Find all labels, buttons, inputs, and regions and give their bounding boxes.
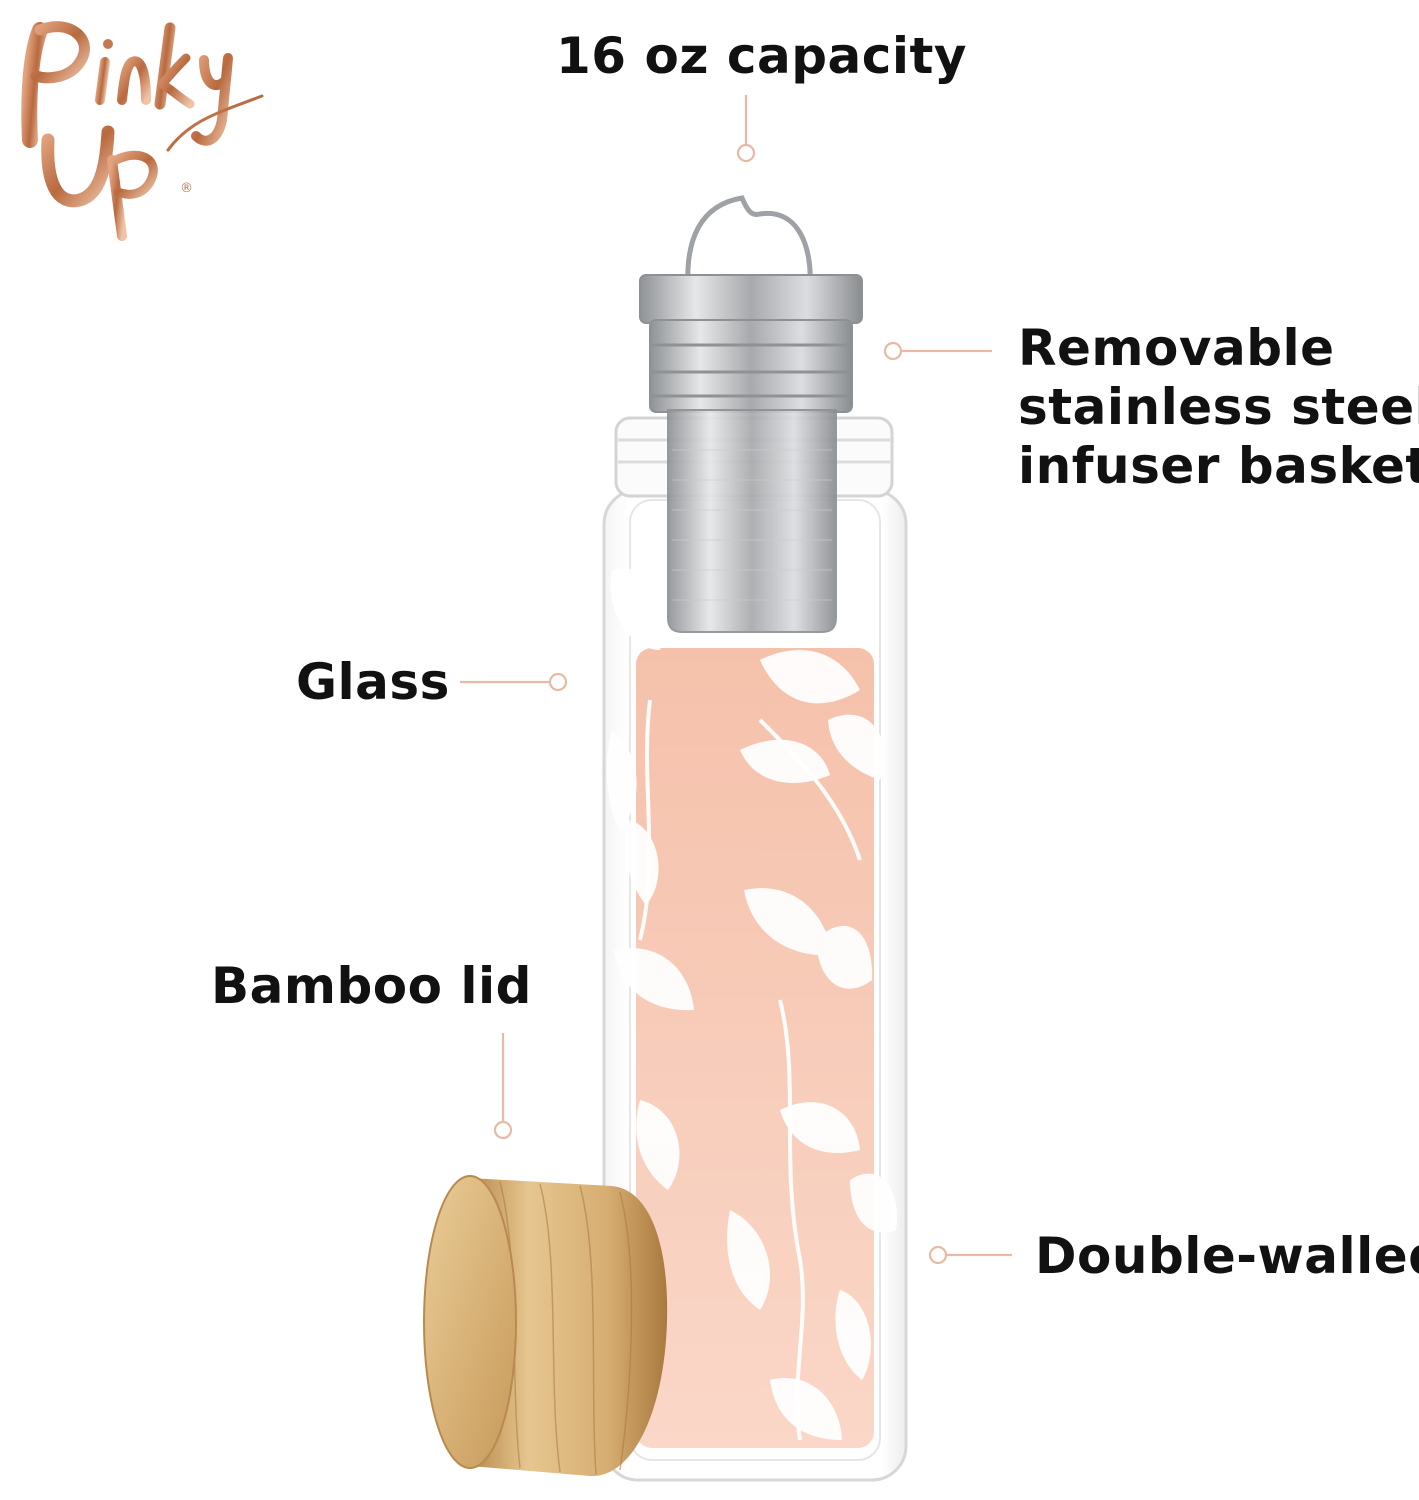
callout-connectors: [460, 95, 1012, 1265]
glass-bottle: [602, 195, 908, 1482]
bamboo-lid: [423, 1175, 668, 1477]
double-walled-label: Double-walled: [1035, 1227, 1419, 1285]
leaf-stems: [638, 699, 862, 1441]
pinky-up-logo: [21, 21, 264, 241]
infuser-label-line: stainless steel: [1018, 378, 1419, 436]
infuser-label-line: Removable: [1018, 319, 1335, 377]
infuser-label-line: infuser basket: [1018, 437, 1419, 495]
infuser-basket: [639, 195, 863, 633]
registered-mark: ®: [180, 181, 193, 196]
bamboo-lid-label: Bamboo lid: [211, 957, 532, 1015]
glass-label: Glass: [296, 653, 450, 711]
infuser-basket-label: Removable stainless steel infuser basket: [1018, 319, 1419, 496]
capacity-label: 16 oz capacity: [556, 27, 968, 85]
